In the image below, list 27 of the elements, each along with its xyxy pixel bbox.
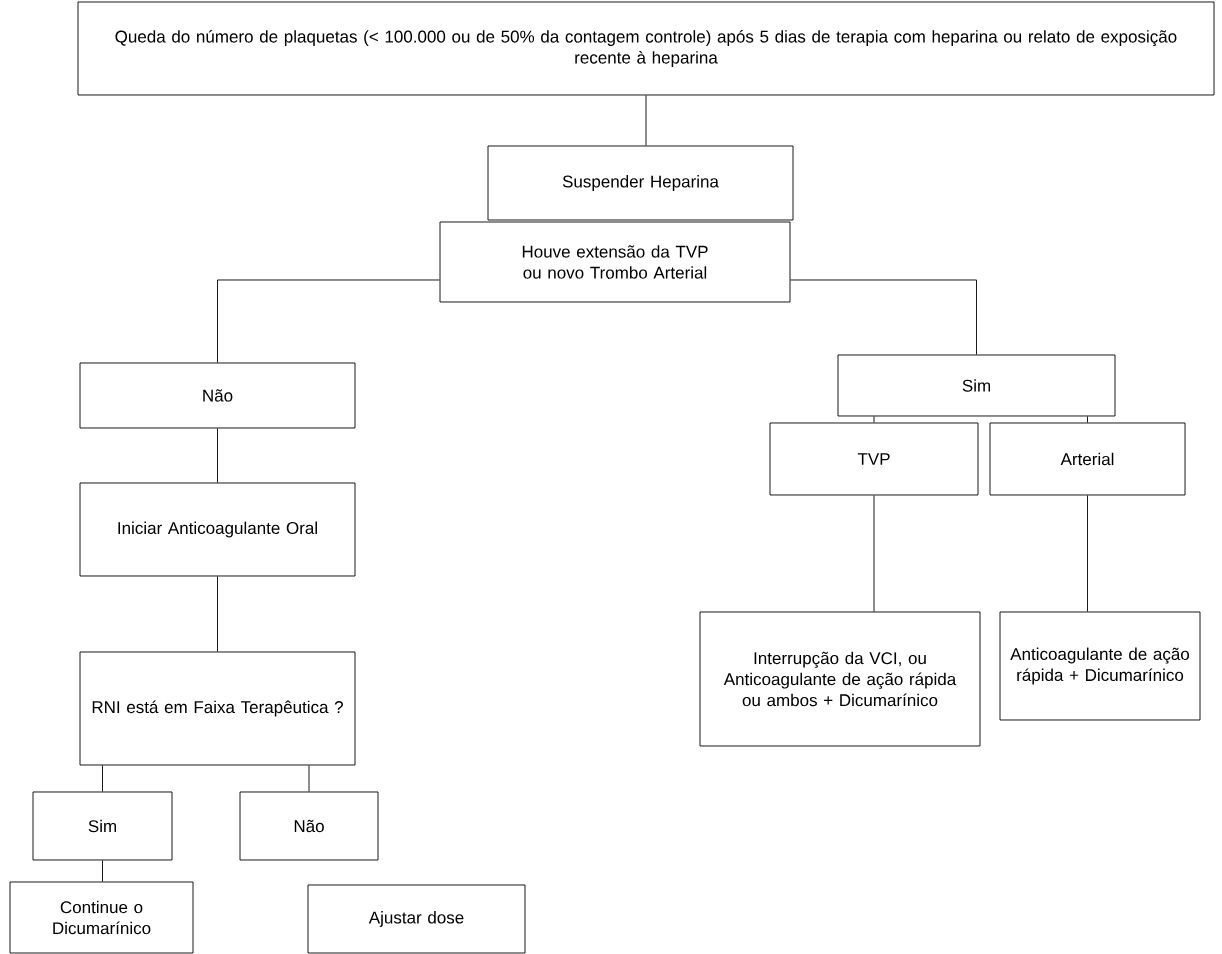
condition-box: Queda do número de plaquetas (< 100.000 ou de 50% da contagem controle) após 5 dias de terapia com heparina ou relato de exposição recente à heparina <box>77 1 1215 96</box>
process-box: Interrupção da VCI, ou Anticoagulante de ação rápida ou ambos + Dicumarínico <box>699 611 981 747</box>
connector-line <box>790 279 977 355</box>
process-box: Não <box>79 362 356 429</box>
connector-line <box>1087 416 1088 423</box>
connector-line <box>217 576 218 652</box>
process-box: Anticoagulante de ação rápida + Dicumarínico <box>999 611 1201 721</box>
process-box: Ajustar dose <box>307 884 526 954</box>
connector-line <box>308 765 310 792</box>
connector-line <box>217 428 218 483</box>
process-box: Sim <box>32 791 173 861</box>
connector-line <box>102 765 103 792</box>
process-box: Não <box>239 791 379 861</box>
question-box: RNI está em Faixa Terapêutica ? <box>79 651 356 766</box>
process-box: Suspender Heparina <box>487 145 794 221</box>
connector-line <box>217 279 440 363</box>
connector-line <box>873 495 875 612</box>
process-box: Continue o Dicumarínico <box>9 881 194 954</box>
question-box: Houve extensão da TVP ou novo Trombo Arterial <box>439 221 791 303</box>
process-box: TVP <box>769 422 979 496</box>
process-box: Iniciar Anticoagulante Oral <box>79 482 356 577</box>
process-box: Sim <box>837 354 1116 417</box>
connector-line <box>873 416 875 423</box>
process-box: Arterial <box>989 422 1186 496</box>
connector-line <box>1087 495 1088 612</box>
connector-line <box>102 860 103 882</box>
connector-line <box>645 95 647 146</box>
